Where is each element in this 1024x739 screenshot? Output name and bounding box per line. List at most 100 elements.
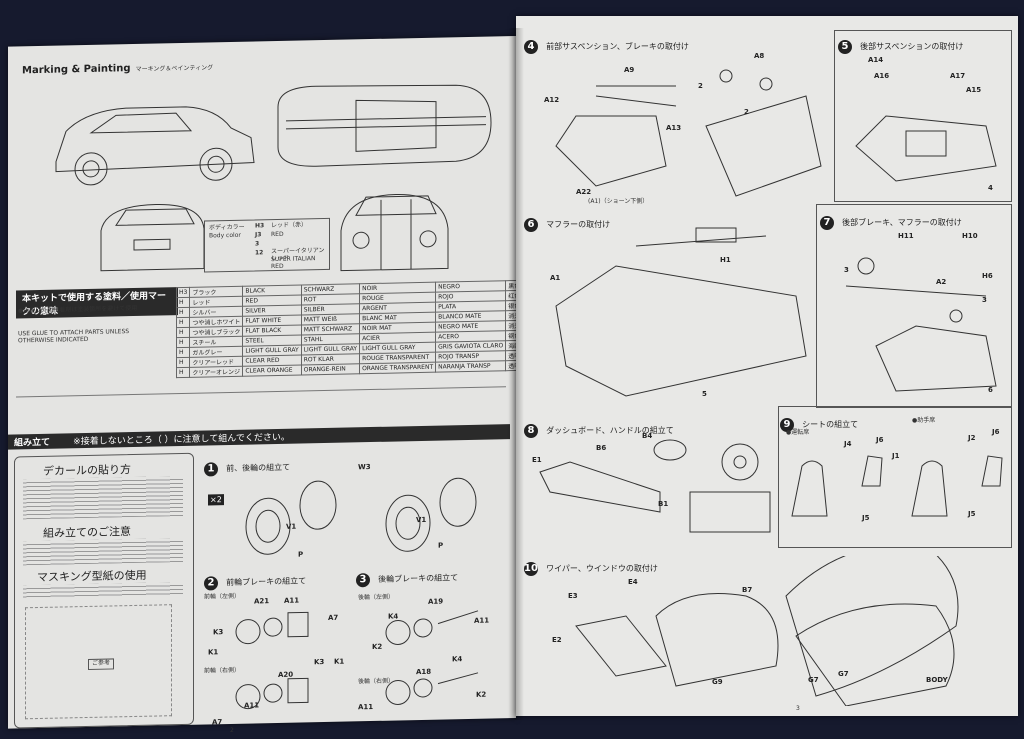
symbol-legend: [16, 386, 506, 428]
step6-number: 6: [524, 218, 538, 232]
left-page: Marking & Painting マーキング＆ペインティング: [8, 36, 529, 734]
assembly-bar: 組み立て ※接着しないところ（ ）に注意して組んでください。: [8, 424, 510, 450]
step8-part-b6: B6: [596, 444, 607, 452]
step8-part-e1: E1: [532, 456, 542, 464]
decal-text: [23, 475, 183, 520]
step10-part-g7b: G7: [838, 670, 849, 678]
step7-box: [816, 204, 1012, 408]
step10-part-g7a: G7: [808, 676, 819, 684]
paint-cell: H: [176, 357, 190, 368]
step10-part-e3: E3: [568, 592, 578, 600]
step4-part-a22: A22: [576, 188, 592, 196]
step9-part-j1: J1: [892, 452, 900, 460]
paint-cell: つや消しホワイト: [189, 316, 243, 328]
step7-part-h10: H10: [962, 232, 978, 240]
step7-title: 後部ブレーキ、マフラーの取付け: [842, 218, 962, 227]
step4-title: 前部サスペンション、ブレーキの取付け: [546, 42, 689, 51]
red-label: レッド（赤）: [271, 221, 308, 230]
step2-heading: 2 前輪ブレーキの組立て: [204, 568, 307, 591]
step1-number: 1: [204, 462, 218, 477]
step4-part-2a: 2: [698, 82, 703, 90]
step10-title: ワイパー、ウインドウの取付け: [546, 564, 658, 573]
step3-part-a18: A18: [416, 667, 432, 677]
instruction-booklet: Marking & Painting マーキング＆ペインティング: [8, 14, 1018, 734]
step5-box: [834, 30, 1012, 202]
step2-title: 前輪ブレーキの組立て: [226, 576, 307, 588]
paint-cell: H: [176, 327, 190, 338]
step7-part-h11: H11: [898, 232, 914, 240]
step2-part-k3: K3: [213, 628, 224, 637]
step7-diagram: [845, 257, 997, 392]
step1-multiplier: ×2: [208, 494, 224, 506]
step2-part-k1-right: K1: [334, 657, 345, 666]
step8-heading: 8 ダッシュボード、ハンドルの組立て: [524, 418, 674, 438]
paint-cell: CLEAR ORANGE: [242, 364, 302, 377]
step6-heading: 6 マフラーの取付け: [524, 212, 610, 232]
step9-part-j4: J4: [844, 440, 852, 448]
step3-heading: 3 後輪ブレーキの組立て: [356, 565, 458, 588]
step8-number: 8: [524, 424, 538, 438]
step6-diagram: [555, 227, 807, 397]
step9-diagram: [791, 455, 1003, 517]
step5-part-a14: A14: [868, 56, 884, 64]
step7-part-3a: 3: [844, 266, 849, 274]
step5-number: 5: [838, 40, 852, 54]
step6-part-h1: H1: [720, 256, 731, 264]
step4-note: (A1)（ショーン下側）: [588, 198, 649, 205]
super-red-label-en: SUPER ITALIAN RED: [271, 255, 316, 270]
step4-part-2b: 2: [744, 108, 749, 116]
car-rear-view: [100, 204, 205, 272]
page-number-right: 3: [796, 705, 800, 712]
step8-title: ダッシュボード、ハンドルの組立て: [546, 426, 674, 435]
glue-note-en: USE GLUE TO ATTACH PARTS UNLESS OTHERWIS…: [18, 328, 130, 345]
step8-part-b1: B1: [658, 500, 669, 508]
mask-text: [23, 581, 183, 600]
step7-part-6: 6: [988, 386, 993, 394]
step6-title: マフラーの取付け: [546, 220, 611, 229]
step9-number: 9: [780, 418, 794, 432]
step9-part-j5: J5: [862, 514, 870, 522]
step4-diagram: [555, 69, 822, 197]
step9-part-j5-right: J5: [968, 510, 976, 518]
step2-part-a7-right: A7: [212, 718, 223, 727]
mask-template: ご参考: [25, 604, 172, 720]
step5-diagram: [855, 115, 997, 182]
step1-diagram: [245, 477, 477, 555]
step5-part-a17: A17: [950, 72, 966, 80]
step9-box: [778, 406, 1012, 548]
step10-part-b7: B7: [742, 586, 753, 594]
step3-part-a11-right: A11: [358, 702, 374, 712]
step7-part-h6: H6: [982, 272, 993, 280]
paint-cell: つや消しブラック: [189, 326, 243, 338]
cautions-text: [23, 537, 183, 566]
body-color-label-en: Body color: [209, 231, 241, 240]
paint-cell: H: [176, 307, 190, 318]
step2-part-a11-right: A11: [244, 701, 260, 710]
copy-label: ご参考: [88, 658, 115, 670]
step4-part-a12: A12: [544, 96, 560, 104]
step5-part-a15: A15: [966, 86, 982, 94]
step4-part-a9: A9: [624, 66, 635, 74]
paint-cell: クリアーオレンジ: [189, 366, 243, 378]
step4-heading: 4 前部サスペンション、ブレーキの取付け: [524, 34, 689, 54]
assembly-note: ※接着しないところ（ ）に注意して組んでください。: [73, 432, 290, 448]
step3-diagram: [385, 610, 479, 705]
step9-title: シートの組立て: [802, 420, 859, 429]
step2-part-a7: A7: [328, 613, 339, 622]
step9-part-j2: J2: [968, 434, 976, 442]
code-3: 3: [255, 240, 260, 248]
step10-diagram: [575, 556, 959, 706]
step4-part-a8: A8: [754, 52, 765, 60]
decal-title: デカールの貼り方: [43, 463, 131, 478]
step10-number: 10: [524, 562, 538, 576]
step7-part-3b: 3: [982, 296, 987, 304]
car-top-view: [277, 84, 492, 167]
step1-part-p-left: P: [298, 550, 304, 559]
step3-part-a19: A19: [428, 597, 444, 606]
paint-cell: H: [176, 337, 190, 348]
step7-number: 7: [820, 216, 834, 230]
step10-part-body: BODY: [926, 676, 948, 684]
step9-heading: 9 シートの組立て: [780, 412, 858, 432]
step8-diagram: [539, 439, 771, 533]
paint-cell: H: [176, 367, 190, 378]
